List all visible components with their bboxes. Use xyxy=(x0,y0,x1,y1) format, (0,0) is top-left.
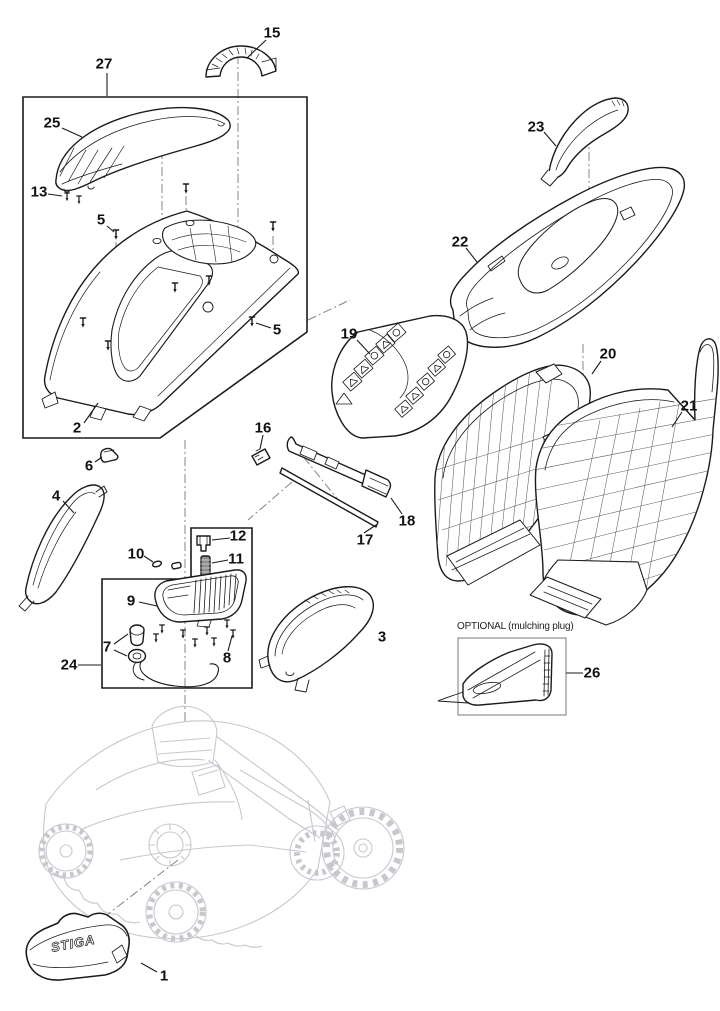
part-16-spring xyxy=(251,448,271,466)
part-number-1: 1 xyxy=(159,967,169,985)
part-number-6: 6 xyxy=(84,457,94,475)
part-number-22: 22 xyxy=(451,233,469,251)
part-4-deflector xyxy=(18,484,108,612)
part-number-5: 5 xyxy=(272,321,282,339)
part-1-front-bumper: STIGA xyxy=(25,912,130,981)
part-22-top-cover xyxy=(449,166,686,348)
part-number-13: 13 xyxy=(30,183,48,201)
part-number-20: 20 xyxy=(599,345,617,363)
part-26-mulching-plug xyxy=(437,643,553,706)
part-9-battery-tray xyxy=(154,569,247,628)
part-number-10: 10 xyxy=(127,545,145,563)
optional-box-caption: OPTIONAL (mulching plug) xyxy=(457,621,574,632)
part-2-chassis-cover xyxy=(41,210,300,422)
part-number-18: 18 xyxy=(398,512,416,530)
part-number-24: 24 xyxy=(60,656,78,674)
part-number-25: 25 xyxy=(43,114,61,132)
leader-lines xyxy=(47,39,683,973)
part-10-fasteners xyxy=(151,560,182,570)
part-11-spring xyxy=(200,555,211,577)
part-21-grass-catcher-rear xyxy=(529,338,719,626)
part-3-side-cover xyxy=(258,586,374,693)
part-number-15: 15 xyxy=(263,24,281,42)
part-number-23: 23 xyxy=(527,118,545,136)
part-number-12: 12 xyxy=(229,527,247,545)
part-number-21: 21 xyxy=(680,397,698,415)
part-number-11: 11 xyxy=(228,550,244,568)
part-7-grommets-cable xyxy=(127,624,220,688)
part-25-upper-lid xyxy=(55,106,231,193)
part-8-screws xyxy=(153,619,236,649)
part-number-7: 7 xyxy=(102,638,112,656)
part-6-clip xyxy=(100,447,119,463)
ghost-mower-sketch xyxy=(38,705,405,948)
part-17-rod xyxy=(279,467,379,528)
part-number-16: 16 xyxy=(254,419,272,437)
part-number-4: 4 xyxy=(51,487,61,505)
part-23-handle-strap xyxy=(540,97,629,187)
part-number-27: 27 xyxy=(95,55,113,73)
part-number-9: 9 xyxy=(126,592,136,610)
optional-box xyxy=(457,637,567,716)
part-18-hinge-bar xyxy=(286,436,392,498)
part-number-5: 5 xyxy=(96,211,106,229)
part-number-8: 8 xyxy=(222,649,232,667)
part-number-19: 19 xyxy=(340,325,358,343)
part-number-3: 3 xyxy=(377,628,387,646)
assembly-box-27 xyxy=(22,96,308,439)
part-15-grip xyxy=(205,45,277,78)
part-number-17: 17 xyxy=(356,531,374,549)
part-12-clip xyxy=(196,535,211,552)
part-number-26: 26 xyxy=(583,664,601,682)
part-number-2: 2 xyxy=(72,419,82,437)
part-19-motor-cover xyxy=(331,314,469,439)
